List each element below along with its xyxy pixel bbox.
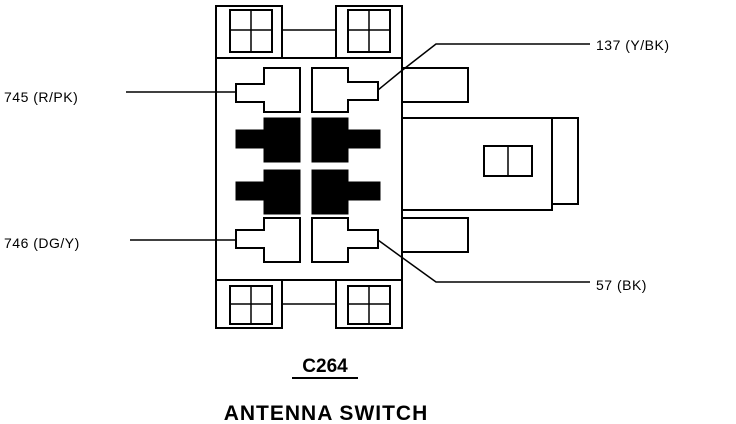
cavity-upper-left	[235, 67, 301, 113]
wire-label-137: 137 (Y/BK)	[596, 37, 669, 53]
connector-name: ANTENNA SWITCH	[224, 402, 429, 424]
connector-housing	[215, 57, 403, 281]
leader-137	[377, 43, 590, 91]
plugged-cavity-mid-upper-right	[311, 117, 381, 163]
cavity-lower-right	[311, 217, 379, 263]
plugged-cavity-mid-upper-left	[235, 117, 301, 163]
right-key-housing	[402, 117, 579, 211]
leader-57	[377, 239, 590, 283]
wire-label-746: 746 (DG/Y)	[4, 235, 80, 251]
bottom-left-latch	[215, 279, 283, 329]
right-lower-tab	[401, 217, 469, 253]
wire-label-745: 745 (R/PK)	[4, 89, 78, 105]
bottom-right-latch	[335, 279, 403, 329]
cavity-upper-right	[311, 67, 379, 113]
top-right-latch	[335, 5, 403, 59]
plugged-cavity-mid-lower-right	[311, 169, 381, 215]
connector-id: C264	[302, 356, 348, 377]
plugged-cavity-mid-lower-left	[235, 169, 301, 215]
cavity-lower-left	[235, 217, 301, 263]
top-left-latch	[215, 5, 283, 59]
right-upper-tab	[402, 67, 469, 103]
wire-label-57: 57 (BK)	[596, 277, 647, 293]
